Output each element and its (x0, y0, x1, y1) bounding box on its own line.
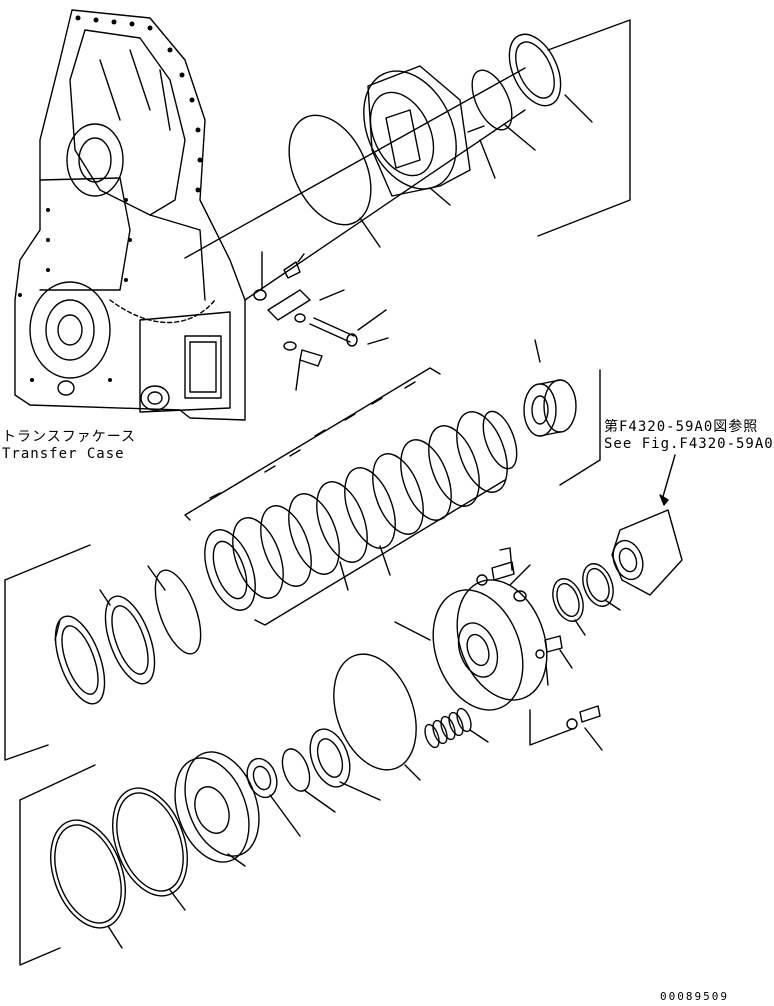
small-hardware (253, 251, 389, 391)
transfer-case-label-en: Transfer Case (2, 446, 125, 462)
reference-label-en: See Fig.F4320-59A0 (604, 436, 774, 452)
bracket-lines-top (184, 19, 631, 301)
piston-housing (174, 751, 260, 867)
leader-lines-top (359, 94, 593, 248)
rings-yoke (552, 454, 683, 636)
transfer-case-label-jp: トランスファケース (2, 429, 137, 445)
drawing-code: 00089509 (660, 990, 729, 1003)
seal-rings (19, 764, 188, 966)
reference-label-jp: 第F4320-59A0図参照 (604, 419, 759, 435)
bolts-right (476, 547, 603, 751)
cover-assembly (288, 33, 562, 226)
bearing (523, 339, 601, 486)
clutch-pack (184, 367, 518, 626)
oring-springs (333, 653, 489, 781)
leader-lines-clutch (339, 545, 391, 591)
lower-parts (246, 728, 381, 837)
discs-left (4, 544, 202, 761)
housing-plate (394, 579, 548, 711)
transfer-case-housing (14, 9, 246, 421)
